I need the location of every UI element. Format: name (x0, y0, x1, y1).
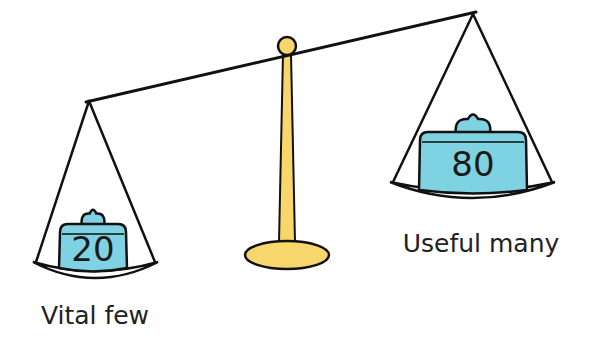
weight: 80 (416, 112, 530, 196)
weight-rim (422, 141, 524, 143)
weight-number: 20 (56, 232, 130, 266)
scale-base (245, 241, 329, 269)
pivot (278, 37, 296, 55)
weight: 20 (56, 208, 130, 274)
scale-post (279, 54, 295, 242)
scale-beam (86, 12, 476, 102)
weight-number: 80 (416, 147, 530, 181)
pan-label: Vital few (41, 302, 149, 330)
pan-label: Useful many (403, 230, 560, 258)
